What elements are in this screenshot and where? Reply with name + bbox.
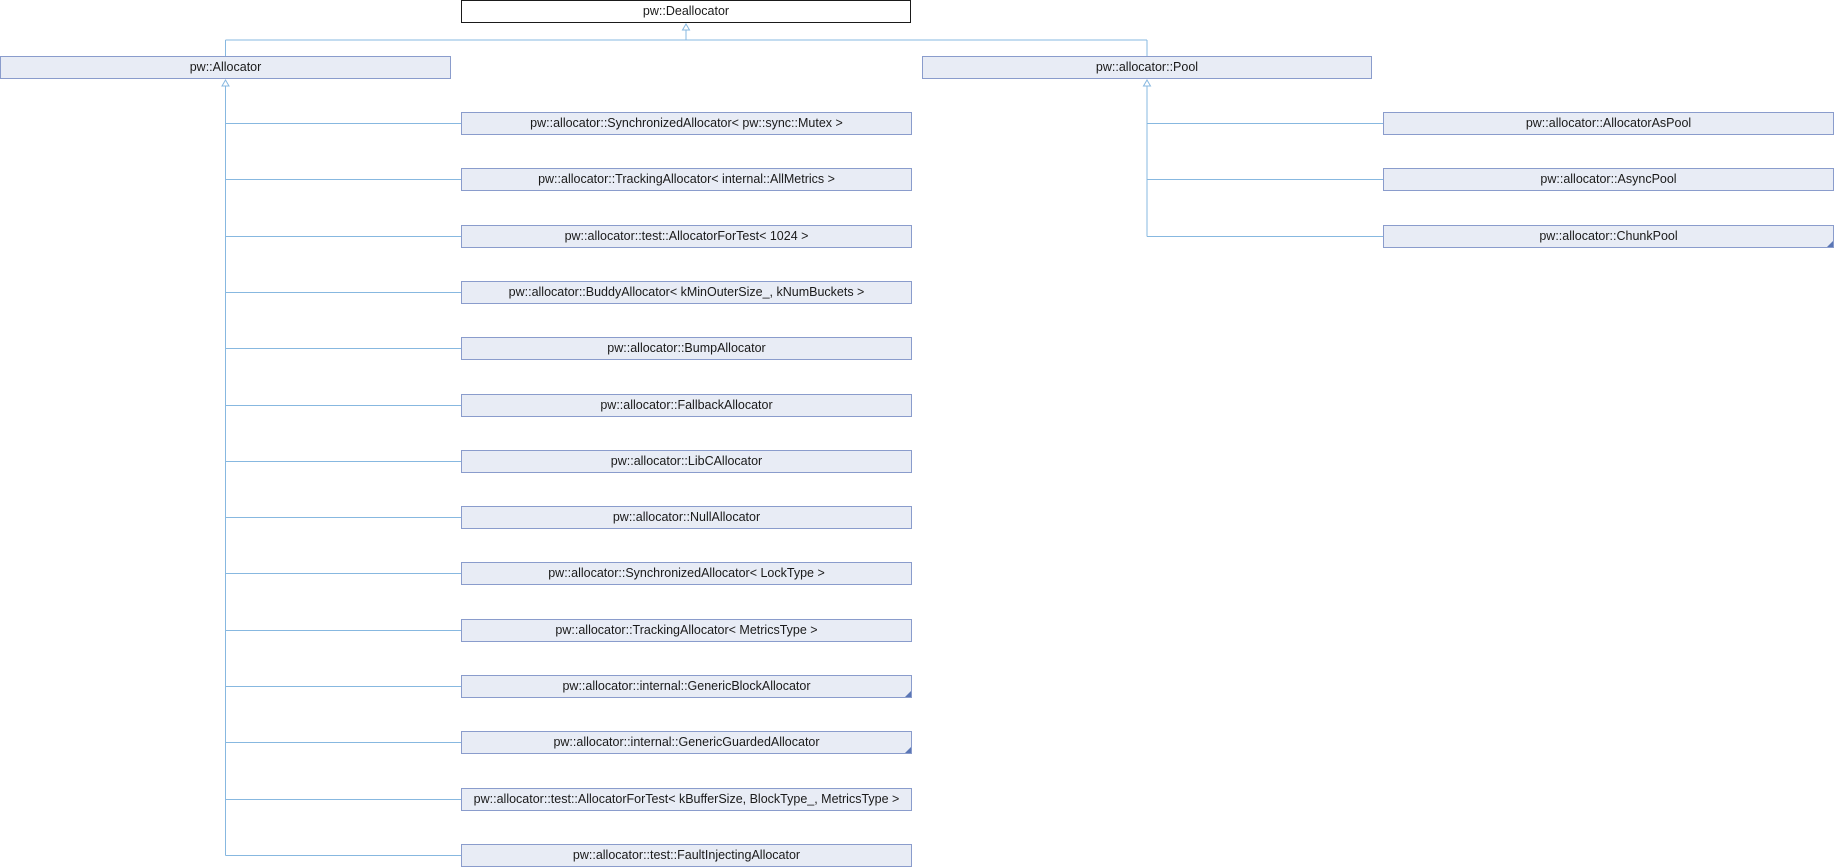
class-node-label: pw::Deallocator bbox=[642, 4, 730, 18]
class-node-label: pw::allocator::TrackingAllocator< Metric… bbox=[555, 623, 818, 637]
class-node-pw-allocator-nullallocator[interactable]: pw::allocator::NullAllocator bbox=[461, 506, 912, 529]
class-node-label: pw::allocator::FallbackAllocator bbox=[600, 398, 773, 412]
class-node-pw-allocator-buddyallocator-kminoutersize-knumbuckets[interactable]: pw::allocator::BuddyAllocator< kMinOuter… bbox=[461, 281, 912, 304]
collapsed-subclasses-marker bbox=[905, 747, 911, 753]
class-node-pw-allocator-internal-genericguardedallocator[interactable]: pw::allocator::internal::GenericGuardedA… bbox=[461, 731, 912, 754]
class-node-label: pw::allocator::AsyncPool bbox=[1540, 172, 1677, 186]
class-node-pw-allocator-trackingallocator-internal-allmetrics[interactable]: pw::allocator::TrackingAllocator< intern… bbox=[461, 168, 912, 191]
class-node-label: pw::allocator::ChunkPool bbox=[1539, 229, 1678, 243]
class-node-pw-allocator-test-allocatorfortest-1024[interactable]: pw::allocator::test::AllocatorForTest< 1… bbox=[461, 225, 912, 248]
class-node-label: pw::allocator::internal::GenericGuardedA… bbox=[553, 735, 820, 749]
class-node-pw-allocator-pool[interactable]: pw::allocator::Pool bbox=[922, 56, 1372, 79]
class-node-pw-allocator-bumpallocator[interactable]: pw::allocator::BumpAllocator bbox=[461, 337, 912, 360]
inheritance-arrow-icon bbox=[221, 79, 230, 87]
class-node-label: pw::allocator::test::FaultInjectingAlloc… bbox=[572, 848, 801, 862]
class-node-label: pw::allocator::LibCAllocator bbox=[610, 454, 763, 468]
class-node-pw-allocator-chunkpool[interactable]: pw::allocator::ChunkPool bbox=[1383, 225, 1834, 248]
collapsed-subclasses-marker bbox=[905, 691, 911, 697]
class-node-label: pw::allocator::AllocatorAsPool bbox=[1525, 116, 1692, 130]
class-node-label: pw::allocator::SynchronizedAllocator< Lo… bbox=[548, 566, 825, 580]
class-node-label: pw::allocator::internal::GenericBlockAll… bbox=[562, 679, 811, 693]
class-node-pw-allocator-fallbackallocator[interactable]: pw::allocator::FallbackAllocator bbox=[461, 394, 912, 417]
class-node-pw-allocator-libcallocator[interactable]: pw::allocator::LibCAllocator bbox=[461, 450, 912, 473]
class-node-label: pw::allocator::SynchronizedAllocator< pw… bbox=[530, 116, 843, 130]
class-node-label: pw::allocator::NullAllocator bbox=[612, 510, 761, 524]
class-node-pw-allocator[interactable]: pw::Allocator bbox=[0, 56, 451, 79]
class-node-pw-allocator-test-allocatorfortest-kbuffersize-blocktype-metricstype[interactable]: pw::allocator::test::AllocatorForTest< k… bbox=[461, 788, 912, 811]
class-node-label: pw::allocator::BumpAllocator bbox=[607, 341, 766, 355]
class-node-label: pw::allocator::Pool bbox=[1095, 60, 1199, 74]
class-node-label: pw::allocator::test::AllocatorForTest< 1… bbox=[564, 229, 809, 243]
inheritance-arrow-icon bbox=[681, 23, 691, 31]
inheritance-arrow-icon bbox=[1142, 79, 1152, 87]
class-node-pw-allocator-synchronizedallocator-locktype[interactable]: pw::allocator::SynchronizedAllocator< Lo… bbox=[461, 562, 912, 585]
class-node-pw-allocator-allocatoraspool[interactable]: pw::allocator::AllocatorAsPool bbox=[1383, 112, 1834, 135]
class-node-pw-allocator-internal-genericblockallocator[interactable]: pw::allocator::internal::GenericBlockAll… bbox=[461, 675, 912, 698]
class-node-label: pw::allocator::test::AllocatorForTest< k… bbox=[473, 792, 900, 806]
class-node-label: pw::Allocator bbox=[189, 60, 262, 74]
class-node-pw-allocator-asyncpool[interactable]: pw::allocator::AsyncPool bbox=[1383, 168, 1834, 191]
class-node-pw-allocator-trackingallocator-metricstype[interactable]: pw::allocator::TrackingAllocator< Metric… bbox=[461, 619, 912, 642]
class-node-pw-allocator-synchronizedallocator-pw-sync-mutex[interactable]: pw::allocator::SynchronizedAllocator< pw… bbox=[461, 112, 912, 135]
class-node-label: pw::allocator::TrackingAllocator< intern… bbox=[538, 172, 835, 186]
class-node-pw-deallocator[interactable]: pw::Deallocator bbox=[461, 0, 911, 23]
collapsed-subclasses-marker bbox=[1827, 241, 1833, 247]
class-node-label: pw::allocator::BuddyAllocator< kMinOuter… bbox=[508, 285, 865, 299]
